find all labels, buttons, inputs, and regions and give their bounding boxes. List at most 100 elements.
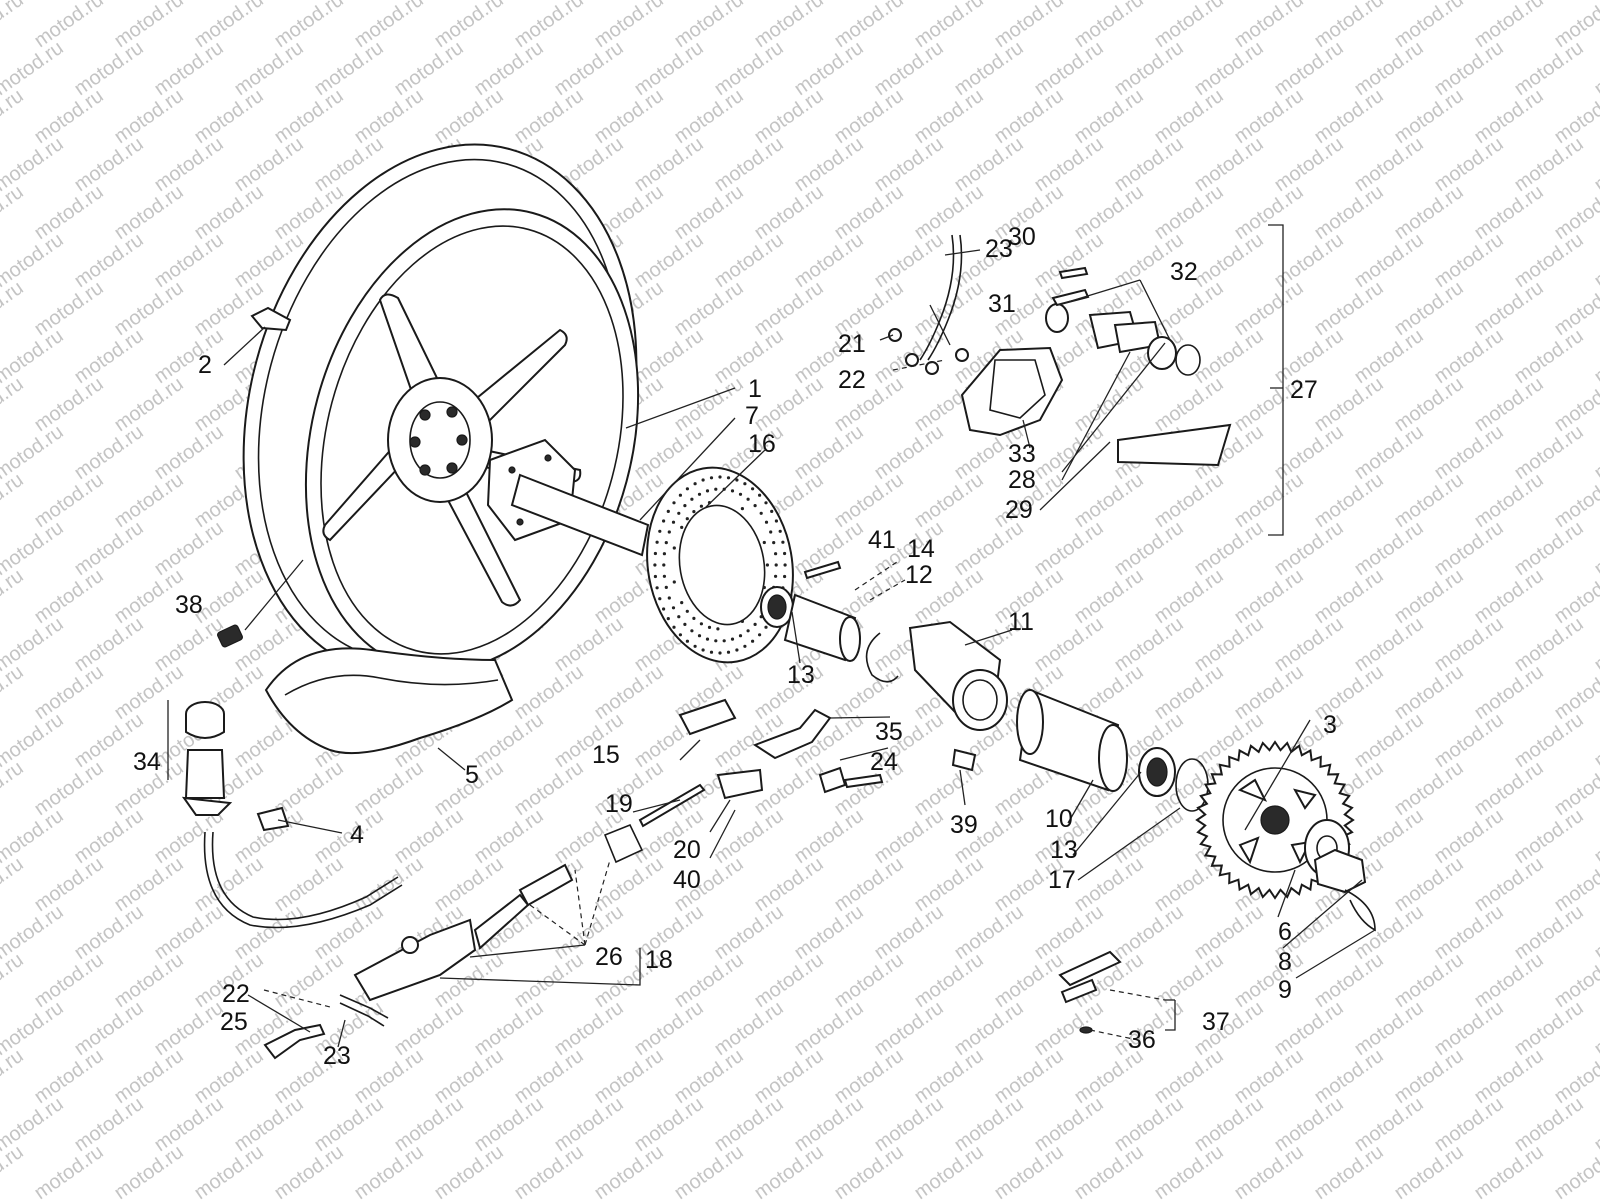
watermark-text: motod.ru: [470, 37, 547, 100]
watermark-text: motod.ru: [430, 1045, 507, 1108]
watermark-text: motod.ru: [990, 1045, 1067, 1108]
disc-hole: [709, 476, 714, 480]
watermark-text: motod.ru: [30, 373, 107, 436]
callout-13-left: 13: [787, 661, 815, 689]
watermark-text: motod.ru: [1470, 1045, 1547, 1108]
watermark-text: motod.ru: [1310, 469, 1387, 532]
brake-line-lower: [339, 994, 389, 1019]
watermark-text: motod.ru: [1390, 1141, 1467, 1200]
watermark-text: motod.ru: [230, 1093, 307, 1156]
watermark-text: motod.ru: [950, 901, 1027, 964]
disc-hole: [667, 530, 671, 534]
watermark-text: motod.ru: [70, 901, 147, 964]
chain-link: [1058, 950, 1122, 1034]
watermark-text: motod.ru: [550, 613, 627, 676]
watermark-text: motod.ru: [470, 709, 547, 772]
fluid-reservoir: [181, 701, 233, 816]
watermark-text: motod.ru: [1350, 517, 1427, 580]
watermark-text: motod.ru: [1030, 517, 1107, 580]
watermark-text: motod.ru: [1590, 1093, 1600, 1156]
watermark-text: motod.ru: [1310, 0, 1387, 52]
watermark-text: motod.ru: [830, 1045, 907, 1108]
watermark-text: motod.ru: [1470, 85, 1547, 148]
watermark-text: motod.ru: [910, 277, 987, 340]
watermark-text: motod.ru: [950, 37, 1027, 100]
watermark-text: motod.ru: [1390, 181, 1467, 244]
callout-13-right: 13: [1050, 836, 1078, 864]
watermark-text: motod.ru: [1230, 949, 1307, 1012]
watermark-text: motod.ru: [590, 853, 667, 916]
watermark-text: motod.ru: [1350, 805, 1427, 868]
watermark-text: motod.ru: [70, 421, 147, 484]
watermark-text: motod.ru: [1270, 1093, 1347, 1156]
watermark-text: motod.ru: [1030, 997, 1107, 1060]
disc-hole: [658, 529, 662, 533]
watermark-text: motod.ru: [1230, 565, 1307, 628]
watermark-text: motod.ru: [710, 997, 787, 1060]
axle-nut: [1313, 848, 1367, 894]
disc-hole: [662, 563, 666, 567]
watermark-text: motod.ru: [30, 757, 107, 820]
watermark-text: motod.ru: [110, 1045, 187, 1108]
callout-24: 24: [870, 748, 898, 776]
disc-hole: [746, 497, 750, 501]
disc-hole: [738, 492, 743, 496]
disc-hole: [778, 529, 782, 533]
disc-hole: [758, 493, 762, 497]
drive-sleeve: [1016, 688, 1128, 792]
disc-hole: [692, 510, 696, 514]
disc-hole: [774, 563, 778, 567]
disc-hole: [718, 475, 722, 479]
watermark-text: motod.ru: [1470, 661, 1547, 724]
disc-hole: [740, 619, 745, 624]
disc-hole: [690, 497, 694, 501]
watermark-text: motod.ru: [1190, 613, 1267, 676]
watermark-text: motod.ru: [1470, 469, 1547, 532]
dust-boot: [603, 823, 644, 864]
watermark-text: motod.ru: [110, 949, 187, 1012]
watermark-text: motod.ru: [70, 37, 147, 100]
watermark-text: motod.ru: [1590, 613, 1600, 676]
watermark-text: motod.ru: [1430, 517, 1507, 580]
watermark-text: motod.ru: [0, 85, 28, 148]
watermark-text: motod.ru: [910, 1045, 987, 1108]
watermark-text: motod.ru: [70, 997, 147, 1060]
pushrod: [638, 783, 706, 828]
watermark-text: motod.ru: [1510, 517, 1587, 580]
bleed-valve: [951, 748, 977, 772]
disc-hole: [743, 644, 747, 648]
watermark-text: motod.ru: [630, 1093, 707, 1156]
watermark-text: motod.ru: [1350, 1093, 1427, 1156]
disc-hole: [693, 482, 697, 486]
watermark-text: motod.ru: [110, 0, 187, 52]
disc-hole: [714, 487, 718, 491]
watermark-text: motod.ru: [1230, 1141, 1307, 1200]
watermark-text: motod.ru: [910, 85, 987, 148]
disc-hole: [705, 637, 710, 641]
callout-14: 14: [907, 535, 935, 563]
watermark-text: motod.ru: [30, 469, 107, 532]
callout-27: 27: [1290, 376, 1318, 404]
callout-18: 18: [645, 946, 673, 974]
watermark-text: motod.ru: [1110, 901, 1187, 964]
disc-hole: [716, 627, 720, 631]
disc-hole: [770, 509, 774, 513]
callout-21: 21: [838, 330, 866, 358]
watermark-text: motod.ru: [950, 997, 1027, 1060]
disc-hole: [764, 625, 768, 629]
disc-hole: [655, 540, 659, 544]
watermark-text: motod.ru: [110, 181, 187, 244]
watermark-text: motod.ru: [1510, 613, 1587, 676]
disc-hole: [705, 489, 710, 493]
watermark-text: motod.ru: [1070, 181, 1147, 244]
linkage: [716, 768, 764, 800]
watermark-text: motod.ru: [270, 949, 347, 1012]
watermark-text: motod.ru: [1150, 0, 1227, 52]
watermark-text: motod.ru: [550, 37, 627, 100]
watermark-text: motod.ru: [1430, 709, 1507, 772]
watermark-text: motod.ru: [1470, 277, 1547, 340]
disc-hole: [753, 622, 757, 627]
watermark-text: motod.ru: [670, 181, 747, 244]
watermark-text: motod.ru: [1190, 229, 1267, 292]
watermark-text: motod.ru: [1270, 517, 1347, 580]
